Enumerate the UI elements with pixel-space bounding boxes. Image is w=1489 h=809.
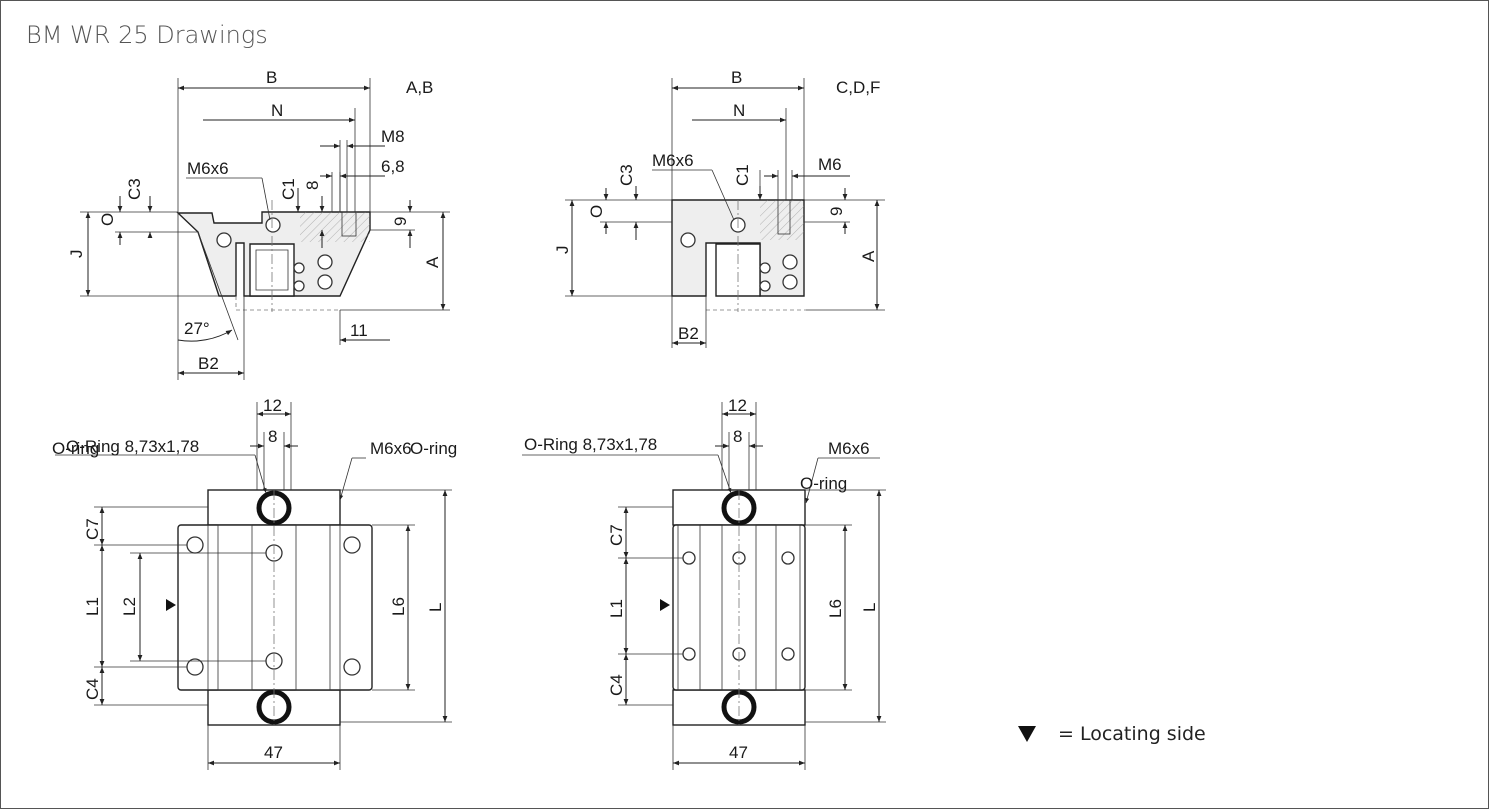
label-oring: O-ring xyxy=(410,439,457,458)
rail-cdf xyxy=(715,243,761,297)
label-6-8: 6,8 xyxy=(381,157,405,176)
label-9: 9 xyxy=(827,207,846,216)
label-C4: C4 xyxy=(83,678,102,700)
label-oring-back: O-ring xyxy=(52,439,99,458)
label-M6x6: M6x6 xyxy=(828,439,870,458)
label-B: B xyxy=(731,68,742,87)
label-M6x6: M6x6 xyxy=(187,159,229,178)
label-M8: M8 xyxy=(381,127,405,146)
variant-label: A,B xyxy=(406,78,433,97)
locating-side-legend-icon xyxy=(1018,726,1036,742)
label-L1: L1 xyxy=(607,599,626,618)
label-N: N xyxy=(271,101,283,120)
label-M6x6: M6x6 xyxy=(370,439,412,458)
label-M6x6: M6x6 xyxy=(652,151,694,170)
label-8: 8 xyxy=(268,427,277,446)
label-L6: L6 xyxy=(389,597,408,616)
label-L: L xyxy=(426,603,445,612)
label-8: 8 xyxy=(303,181,322,190)
label-C7: C7 xyxy=(83,518,102,540)
section-hatch xyxy=(300,212,370,242)
view-cdf-front: B C,D,F N M6x6 C3 C1 M6 O J 9 A B2 xyxy=(553,68,885,348)
label-47: 47 xyxy=(264,743,283,762)
label-12: 12 xyxy=(263,396,282,415)
label-O: O xyxy=(587,205,606,218)
label-oring-spec: O-Ring 8,73x1,78 xyxy=(524,435,657,454)
legend: = Locating side xyxy=(1018,723,1206,745)
label-B2: B2 xyxy=(678,324,699,343)
label-A: A xyxy=(859,250,878,262)
label-11: 11 xyxy=(350,321,368,340)
rail-ab xyxy=(249,243,295,297)
grease-nipple-icon xyxy=(216,232,232,248)
label-C1: C1 xyxy=(279,178,298,200)
label-angle: 27° xyxy=(184,319,210,338)
view-ab-front: B A,B N M8 6,8 M6x6 C3 C1 8 O J 9 A 27° … xyxy=(67,68,450,380)
label-A: A xyxy=(423,256,442,268)
label-N: N xyxy=(733,101,745,120)
label-B: B xyxy=(266,68,277,87)
variant-label: C,D,F xyxy=(836,78,880,97)
label-O: O xyxy=(98,213,117,226)
label-8: 8 xyxy=(733,427,742,446)
label-C3: C3 xyxy=(617,164,636,186)
label-M6: M6 xyxy=(818,155,842,174)
label-J: J xyxy=(553,246,572,255)
legend-text: = Locating side xyxy=(1058,723,1206,745)
page-title: BM WR 25 Drawings xyxy=(26,21,268,49)
label-47: 47 xyxy=(729,743,748,762)
label-9: 9 xyxy=(391,217,410,226)
label-B2: B2 xyxy=(198,354,219,373)
view-ab-top: 12 8 O-ring O-Ring 8,73x1,78 M6x6 O-ring… xyxy=(52,396,457,770)
label-12: 12 xyxy=(728,396,747,415)
label-C4: C4 xyxy=(607,674,626,696)
locating-side-icon xyxy=(660,599,670,611)
label-L6: L6 xyxy=(826,599,845,618)
label-L1: L1 xyxy=(83,597,102,616)
label-L: L xyxy=(860,603,879,612)
label-oring-spec: O-Ring 8,73x1,78 xyxy=(66,437,199,456)
view-cdf-top: 12 8 O-Ring 8,73x1,78 M6x6 O-ring C7 L1 … xyxy=(522,396,886,770)
angle-arc xyxy=(177,329,233,342)
label-J: J xyxy=(67,250,86,259)
label-L2: L2 xyxy=(120,597,139,616)
label-oring: O-ring xyxy=(800,474,847,493)
locating-side-icon xyxy=(166,599,176,611)
label-C7: C7 xyxy=(607,524,626,546)
label-C1: C1 xyxy=(733,164,752,186)
thread-bore xyxy=(341,211,357,237)
label-C3: C3 xyxy=(125,178,144,200)
